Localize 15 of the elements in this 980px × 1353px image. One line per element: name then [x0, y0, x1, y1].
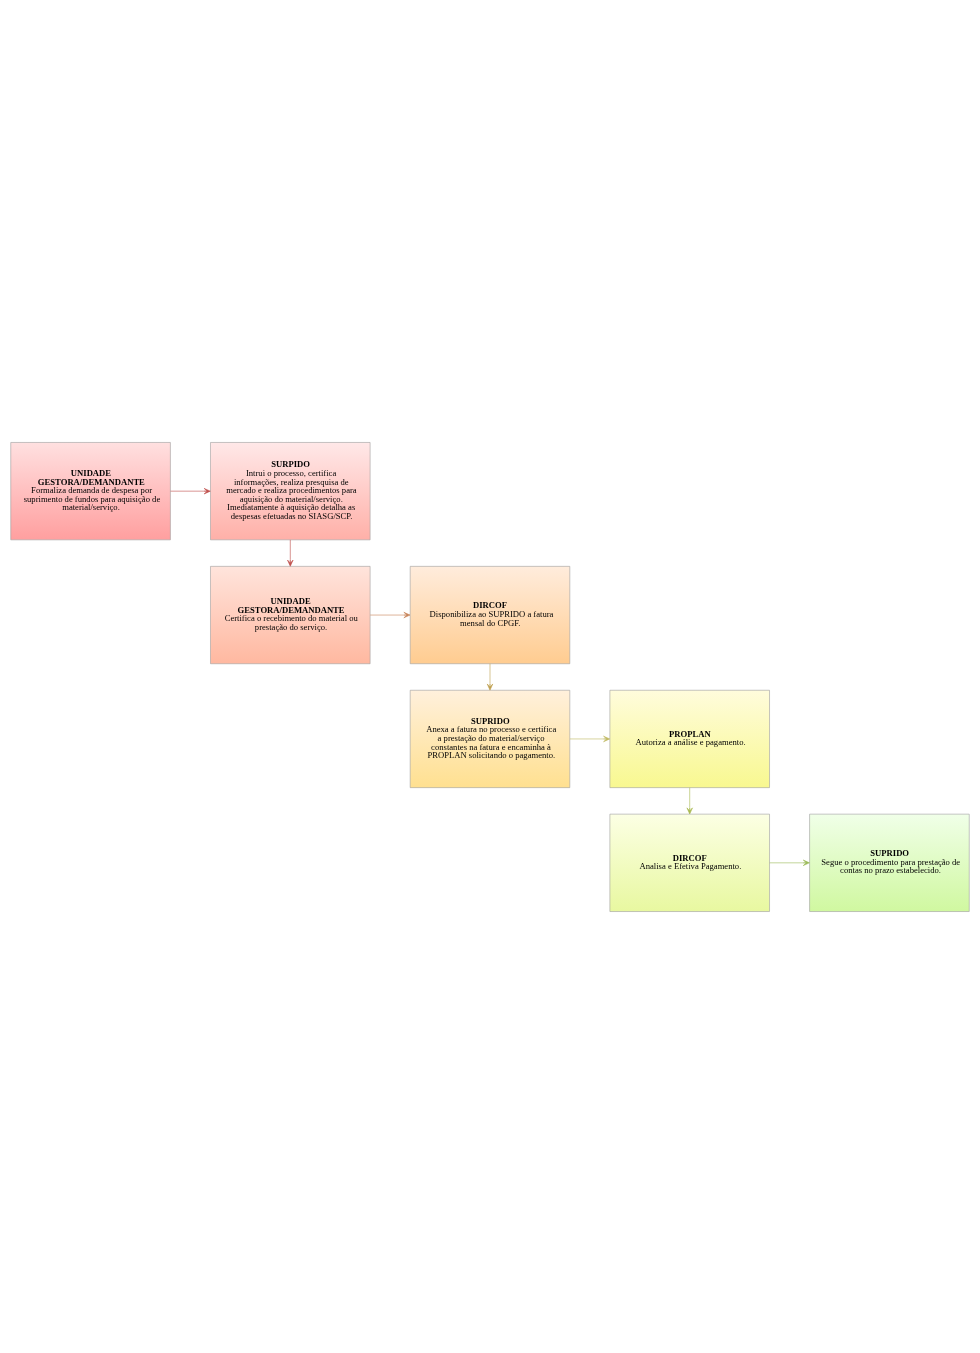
- arrow: [569, 735, 611, 742]
- node-box: DIRCOF Analisa e Efetiva Pagamento.: [609, 813, 770, 912]
- arrow: [287, 539, 294, 567]
- node-box: PROPLAN Autoriza a análise e pagamento.: [609, 689, 770, 788]
- arrow: [369, 611, 411, 618]
- node-box: SUPRIDO Anexa a fatura no processo e certifica a prestação do material/serviço constantes na fatura e encaminha à PROPLAN solicitando o pagamento.: [409, 689, 571, 788]
- arrow: [486, 663, 494, 690]
- node-box: DIRCOF Disponibiliza ao SUPRIDO a fatura mensal do CPGF.: [409, 565, 571, 664]
- node-box: SURPIDO Intrui o processo, certifica informações, realiza presquisa de mercado e realiza procedimentos para aquisição do material/serviço. Imediatamente à aquisição detalha as despesas efetuadas no SIASG/SCP.: [210, 441, 371, 540]
- node-box: UNIDADE GESTORA/DEMANDANTE Formaliza demanda de despesa por suprimento de fundos para aquisição de material/serviço.: [10, 441, 171, 540]
- node-box: SUPRIDO Segue o procedimento para prestação de contas no prazo estabelecido.: [809, 813, 970, 912]
- arrow: [769, 859, 810, 866]
- node-box: UNIDADE GESTORA/DEMANDANTE Certifica o recebimento do material ou prestação do serviço.: [210, 565, 371, 664]
- arrow: [686, 786, 693, 814]
- arrow: [170, 487, 211, 494]
